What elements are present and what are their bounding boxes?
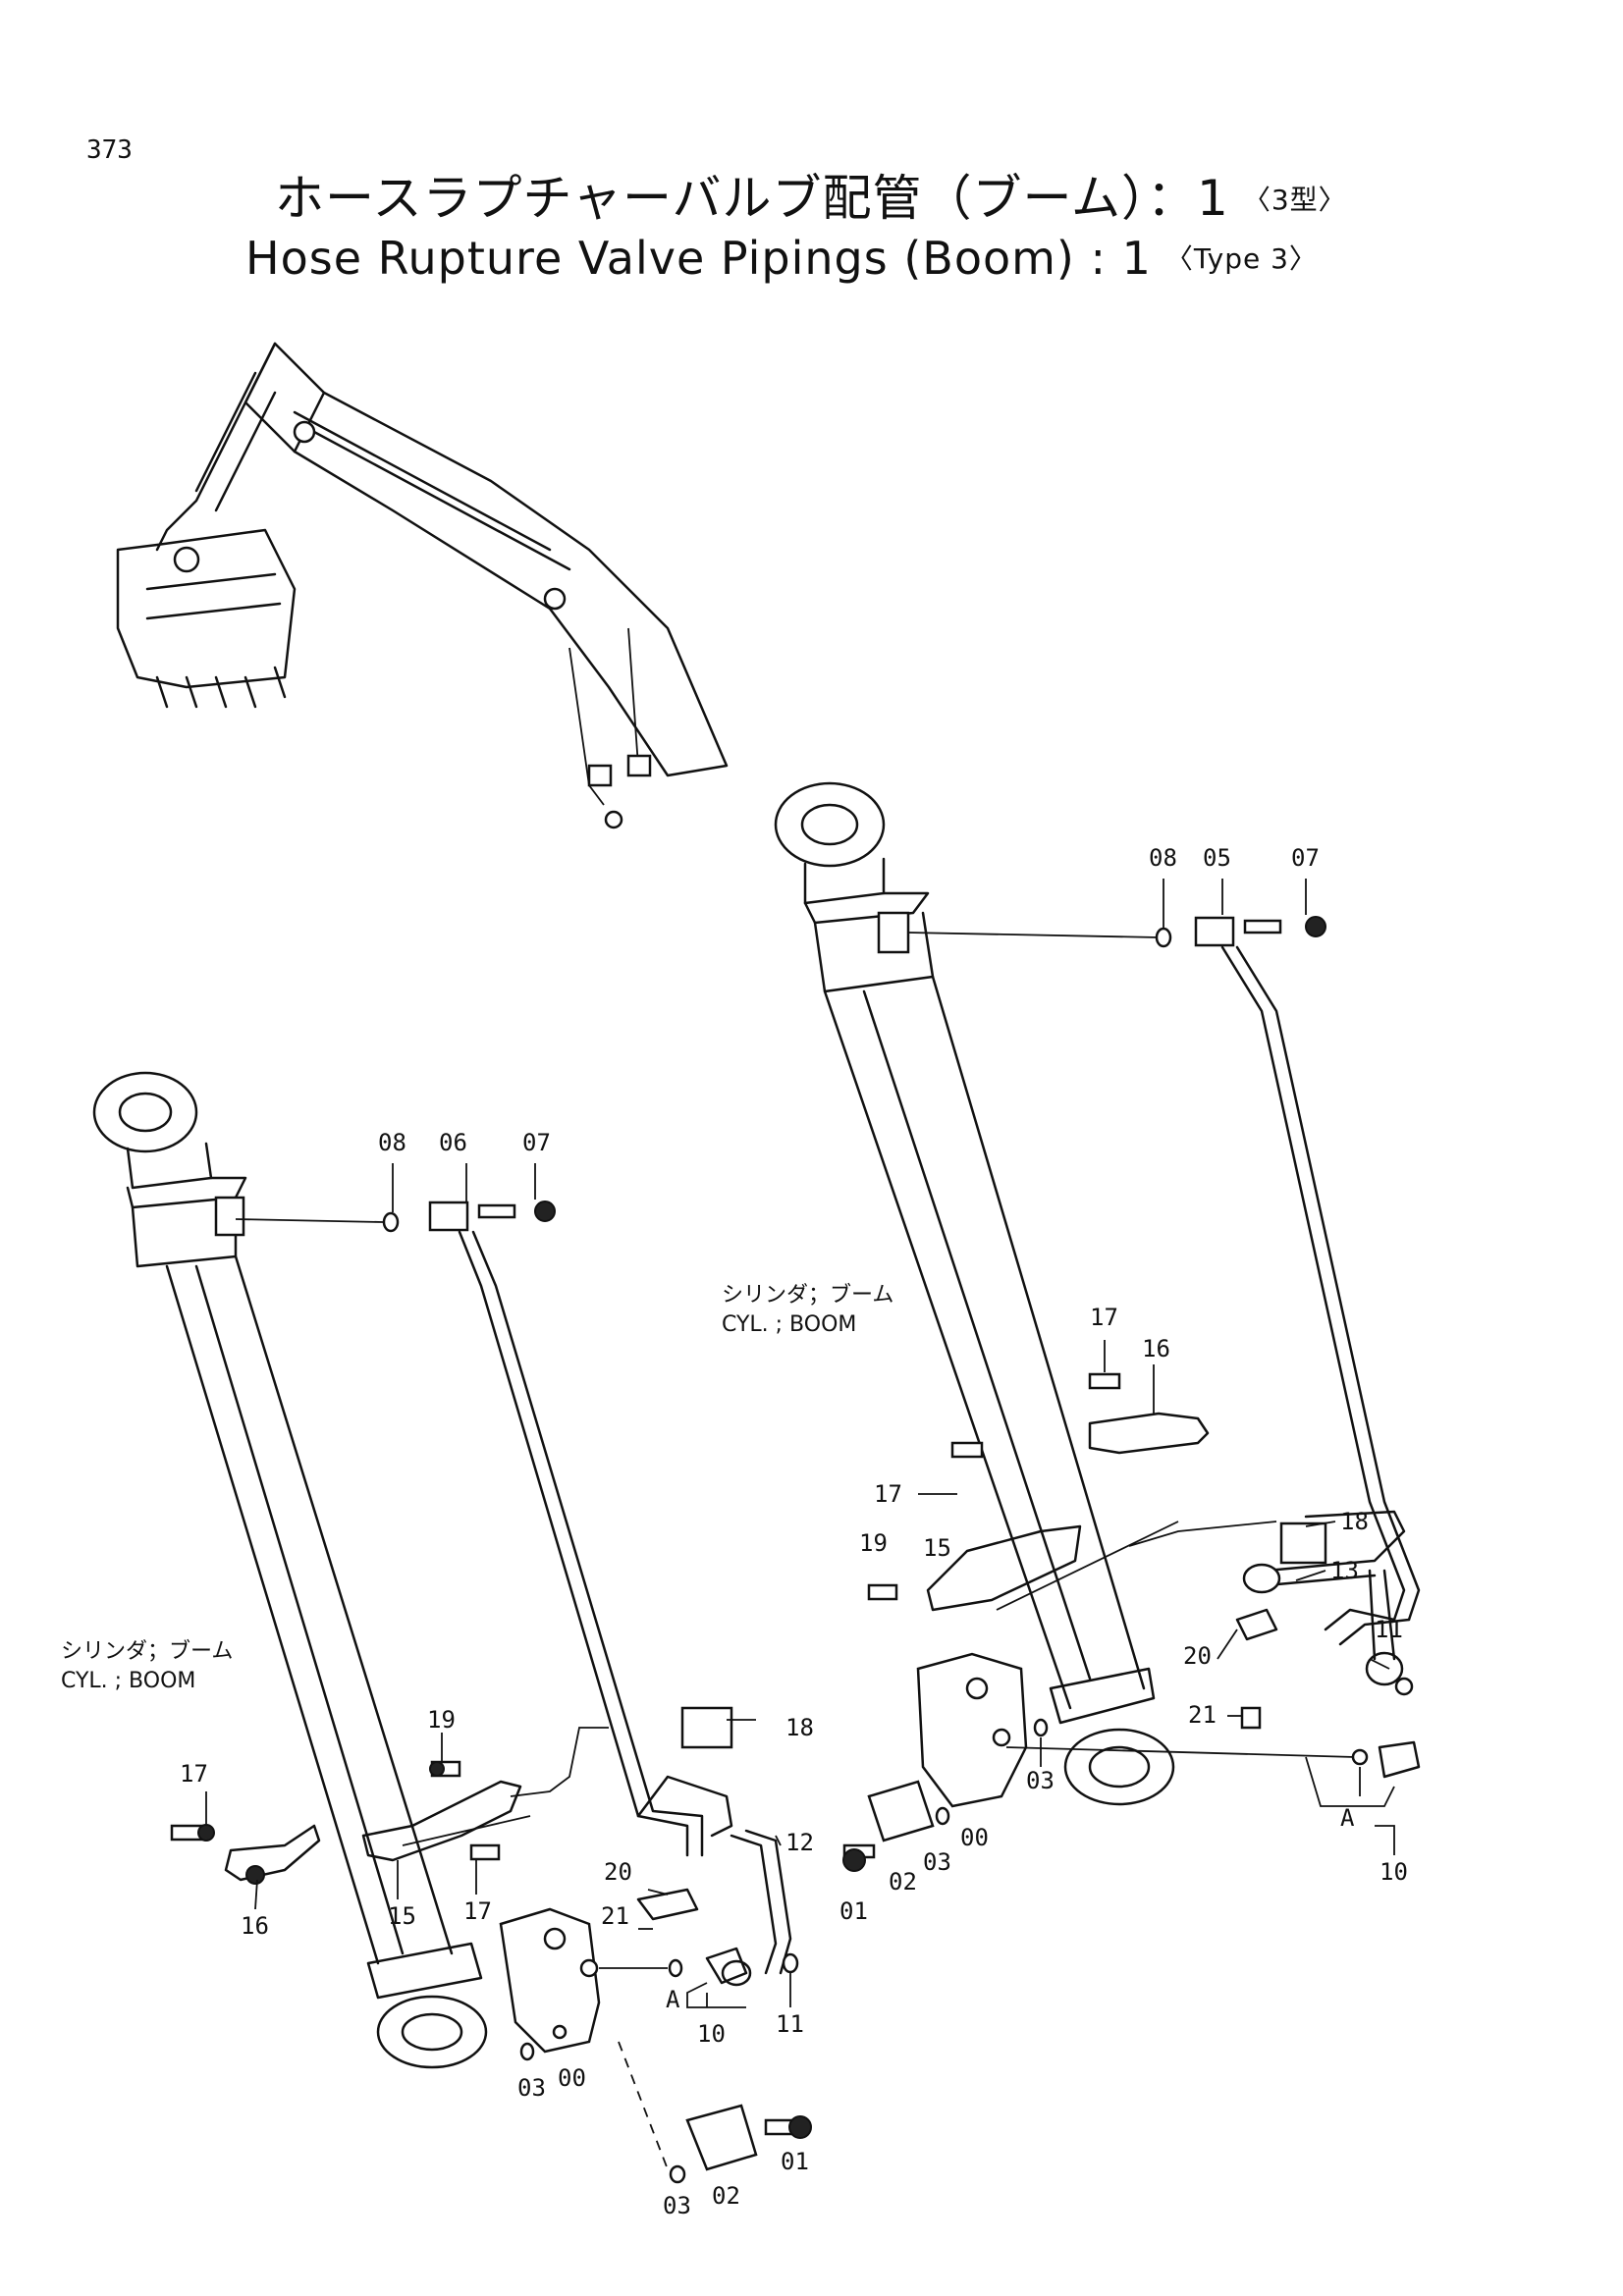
title-jp-text: ホースラプチャーバルブ配管（ブーム）：1 — [275, 170, 1229, 227]
callout-10-right: 10 — [1380, 1858, 1408, 1886]
flange-02-left — [685, 2104, 758, 2171]
piping-assembly-right — [842, 916, 1421, 1872]
callout-08-right: 08 — [1149, 844, 1177, 872]
callout-06-left: 06 — [439, 1129, 467, 1156]
callout-01-left: 01 — [781, 2148, 809, 2175]
piping-assembly-left — [170, 1201, 812, 2184]
callout-20-right: 20 — [1183, 1642, 1212, 1670]
callout-16-right: 16 — [1142, 1335, 1170, 1362]
leader-lines — [205, 879, 1390, 2007]
valve-block-00-right — [916, 1652, 1028, 1808]
callout-16-left: 16 — [241, 1912, 269, 1940]
callout-13-right: 13 — [1330, 1557, 1359, 1584]
title-en-text: Hose Rupture Valve Pipings (Boom) : 1 — [245, 232, 1152, 285]
cylinder-label-right-en: CYL. ; BOOM — [722, 1312, 857, 1337]
callout-03-right-a: 03 — [1026, 1767, 1055, 1794]
callout-15-right: 15 — [923, 1534, 951, 1562]
valve-block-00-left — [499, 1907, 601, 2054]
bolt-07-left — [477, 1201, 556, 1222]
title-english: Hose Rupture Valve Pipings (Boom) : 1 〈Ty… — [245, 232, 1318, 285]
callout-07-right: 07 — [1291, 844, 1320, 872]
callout-18-left: 18 — [785, 1714, 814, 1741]
callout-17-left-b: 17 — [463, 1897, 492, 1925]
boom-cylinder-right — [774, 781, 1175, 1806]
callout-a-right: A — [1340, 1804, 1355, 1832]
title-jp-suffix: 〈3型〉 — [1242, 184, 1347, 216]
bolt-07-right — [1243, 916, 1326, 937]
callout-10-left: 10 — [697, 2020, 726, 2048]
callout-02-right: 02 — [889, 1868, 917, 1896]
callout-12-left: 12 — [785, 1829, 814, 1856]
title-en-suffix: 〈Type 3〉 — [1164, 242, 1318, 275]
callout-17-right-a: 17 — [1090, 1304, 1118, 1331]
cylinder-label-left-jp: シリンダ；ブーム — [61, 1639, 234, 1664]
callout-20-left: 20 — [604, 1858, 632, 1886]
boom-cylinder-left — [92, 1071, 488, 2069]
callout-17-left-a: 17 — [180, 1760, 208, 1788]
callout-05-right: 05 — [1203, 844, 1231, 872]
callout-21-right: 21 — [1188, 1701, 1217, 1729]
cylinder-label-right: シリンダ；ブーム CYL. ; BOOM — [722, 1281, 893, 1340]
callout-00-right: 00 — [960, 1824, 989, 1851]
callout-03-left-b: 03 — [663, 2192, 691, 2219]
callout-01-right: 01 — [839, 1897, 868, 1925]
callout-11-right: 11 — [1375, 1616, 1403, 1643]
callout-08-left: 08 — [378, 1129, 406, 1156]
bracket-15-right — [926, 1524, 1082, 1612]
callout-19-right: 19 — [859, 1529, 888, 1557]
callout-11-left: 11 — [776, 2010, 804, 2038]
callout-21-left: 21 — [601, 1902, 629, 1930]
callout-a-left: A — [666, 1986, 680, 2013]
bracket-15-left — [361, 1780, 522, 1862]
callout-17-right-b: 17 — [874, 1480, 902, 1508]
title-japanese: ホースラプチャーバルブ配管（ブーム）：1 〈3型〉 — [275, 159, 1347, 230]
callouts-left: 08 06 07 19 18 17 16 15 17 12 20 21 11 1… — [180, 1129, 814, 2219]
callouts-right: 08 05 07 17 16 17 18 19 15 13 11 20 21 0… — [839, 844, 1408, 1925]
cylinder-label-right-jp: シリンダ；ブーム — [722, 1283, 894, 1308]
callout-18-right: 18 — [1340, 1508, 1369, 1535]
flange-02-right — [867, 1780, 935, 1842]
callout-03-right-b: 03 — [923, 1848, 951, 1876]
callout-07-left: 07 — [522, 1129, 551, 1156]
cylinder-label-left-en: CYL. ; BOOM — [61, 1669, 196, 1693]
clamp-16-right — [1088, 1412, 1210, 1455]
callout-19-left: 19 — [427, 1706, 456, 1734]
callout-03-left-a: 03 — [517, 2074, 546, 2102]
cylinder-label-left: シリンダ；ブーム CYL. ; BOOM — [61, 1637, 233, 1696]
clamp-16-left — [224, 1824, 321, 1882]
callout-02-left: 02 — [712, 2182, 740, 2210]
callout-15-left: 15 — [388, 1902, 416, 1930]
callout-00-left: 00 — [558, 2064, 586, 2092]
page-number: 373 — [86, 135, 133, 165]
excavator-front-overview — [116, 342, 729, 829]
